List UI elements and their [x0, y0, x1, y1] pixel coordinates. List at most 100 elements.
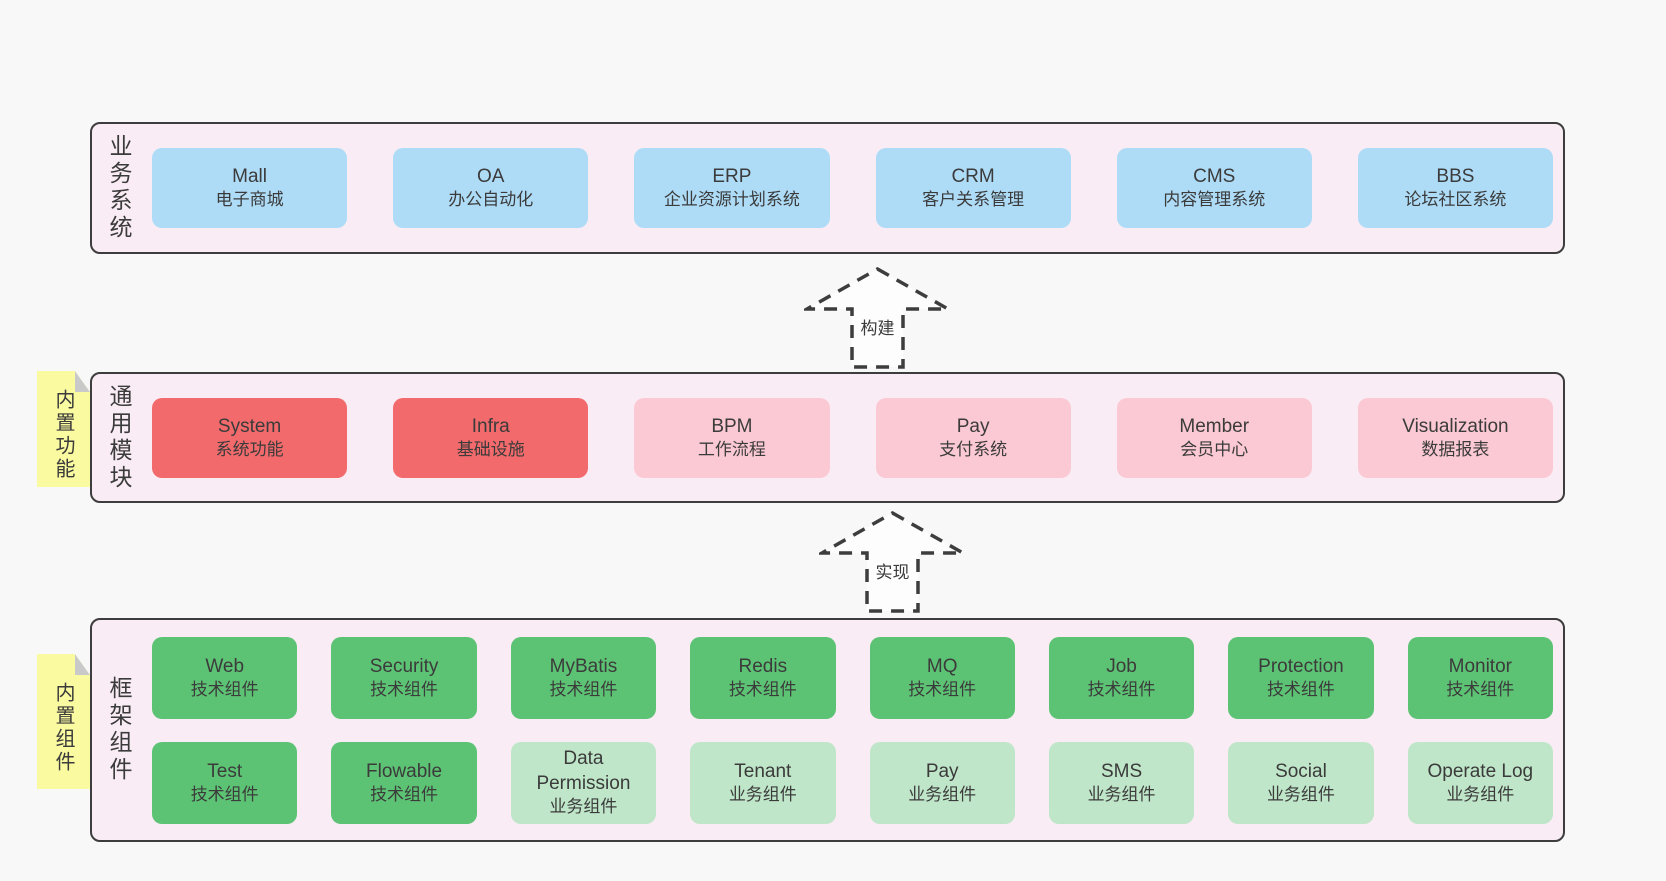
note-folded-corner-icon — [75, 654, 90, 675]
box-pay-system: Pay 支付系统 — [875, 397, 1071, 478]
box-subtitle: 业务组件 — [1446, 784, 1515, 804]
box-title: OA — [477, 166, 505, 188]
box-title: Infra — [471, 415, 510, 437]
box-member: Member 会员中心 — [1116, 397, 1312, 478]
box-title: ERP — [712, 166, 752, 188]
box-title: CMS — [1193, 166, 1236, 188]
box-subtitle: 技术组件 — [1087, 679, 1156, 699]
box-title: MQ — [926, 655, 958, 677]
box-subtitle: 电子商城 — [215, 190, 284, 210]
box-title: Data Permission — [536, 748, 631, 795]
note-folded-corner-icon — [75, 371, 90, 392]
box-test: Test 技术组件 — [152, 741, 298, 824]
box-subtitle: 支付系统 — [939, 439, 1008, 459]
components-boxes: Web 技术组件 Security 技术组件 MyBatis 技术组件 Redi… — [146, 620, 1563, 840]
box-title: Flowable — [366, 760, 443, 782]
arrow-implement: 实现 — [815, 509, 970, 617]
box-job: Job 技术组件 — [1048, 636, 1195, 719]
box-title: Test — [207, 760, 243, 782]
layer-common-modules: 通用模块 System 系统功能 Infra 基础设施 BPM 工作流程 Pay… — [90, 372, 1565, 503]
arrow-label: 实现 — [875, 563, 910, 582]
box-infra: Infra 基础设施 — [393, 397, 589, 478]
business-boxes: Mall 电子商城 OA 办公自动化 ERP 企业资源计划系统 CRM 客户关系… — [146, 124, 1563, 252]
box-title: Operate Log — [1427, 760, 1534, 782]
note-text: 内置组件 — [52, 681, 74, 774]
box-subtitle: 系统功能 — [215, 439, 284, 459]
layer-label-components: 框架组件 — [106, 676, 132, 784]
box-system: System 系统功能 — [152, 397, 348, 478]
box-title: CRM — [951, 166, 995, 188]
box-cms: CMS 内容管理系统 — [1116, 148, 1312, 228]
modules-boxes: System 系统功能 Infra 基础设施 BPM 工作流程 Pay 支付系统… — [146, 374, 1563, 501]
box-sms: SMS 业务组件 — [1048, 741, 1195, 824]
box-title: Job — [1106, 655, 1137, 677]
box-oa: OA 办公自动化 — [393, 148, 589, 228]
box-flowable: Flowable 技术组件 — [331, 741, 477, 824]
box-subtitle: 技术组件 — [190, 784, 259, 804]
box-title: MyBatis — [549, 655, 618, 677]
box-web: Web 技术组件 — [152, 636, 298, 719]
box-subtitle: 论坛社区系统 — [1404, 190, 1507, 210]
layer-framework-components: 框架组件 Web 技术组件 Security 技术组件 MyBatis 技术组件… — [90, 618, 1565, 842]
box-bpm: BPM 工作流程 — [634, 397, 830, 478]
layer-label-modules: 通用模块 — [106, 383, 132, 492]
box-subtitle: 业务组件 — [1266, 784, 1335, 804]
dashed-up-arrow-icon — [800, 266, 955, 369]
box-mall: Mall 电子商城 — [152, 148, 348, 228]
box-title: Monitor — [1448, 655, 1512, 677]
box-title: Pay — [956, 415, 990, 437]
box-mybatis: MyBatis 技术组件 — [510, 636, 657, 719]
box-title: Member — [1179, 415, 1250, 437]
box-redis: Redis 技术组件 — [690, 636, 836, 719]
box-title: BPM — [711, 415, 753, 437]
box-title: Security — [369, 655, 439, 677]
box-erp: ERP 企业资源计划系统 — [634, 148, 830, 228]
box-subtitle: 业务组件 — [1087, 784, 1156, 804]
box-social: Social 业务组件 — [1228, 741, 1374, 824]
box-title: Web — [205, 655, 245, 677]
box-subtitle: 工作流程 — [697, 439, 766, 459]
box-pay-component: Pay 业务组件 — [869, 741, 1015, 824]
box-subtitle: 技术组件 — [728, 679, 797, 699]
box-subtitle: 技术组件 — [370, 784, 439, 804]
box-subtitle: 技术组件 — [1446, 679, 1515, 699]
dashed-up-arrow-icon — [815, 510, 970, 613]
box-security: Security 技术组件 — [331, 636, 477, 719]
box-monitor: Monitor 技术组件 — [1407, 636, 1553, 719]
arrow-build: 构建 — [800, 265, 955, 373]
box-subtitle: 技术组件 — [549, 679, 618, 699]
box-subtitle: 办公自动化 — [448, 190, 534, 210]
box-title: System — [217, 415, 282, 437]
box-title: Visualization — [1402, 415, 1509, 437]
box-title: Mall — [232, 166, 267, 188]
note-text: 内置功能 — [52, 389, 74, 481]
layer-business-systems: 业务系统 Mall 电子商城 OA 办公自动化 ERP 企业资源计划系统 CRM… — [90, 122, 1565, 254]
box-subtitle: 会员中心 — [1180, 439, 1249, 459]
sticky-note-builtin-features: 内置功能 — [37, 371, 90, 487]
box-title: Protection — [1258, 655, 1344, 677]
box-subtitle: 企业资源计划系统 — [663, 190, 800, 210]
layer-label-business: 业务系统 — [106, 134, 132, 242]
box-subtitle: 技术组件 — [1266, 679, 1335, 699]
box-visualization: Visualization 数据报表 — [1357, 397, 1553, 478]
box-subtitle: 技术组件 — [908, 679, 977, 699]
sticky-note-builtin-components: 内置组件 — [37, 654, 90, 789]
box-subtitle: 业务组件 — [728, 784, 797, 804]
box-subtitle: 业务组件 — [549, 797, 618, 817]
box-bbs: BBS 论坛社区系统 — [1357, 148, 1553, 228]
box-title: Pay — [925, 760, 959, 782]
box-title: Redis — [738, 655, 788, 677]
box-subtitle: 客户关系管理 — [922, 190, 1025, 210]
box-subtitle: 内容管理系统 — [1163, 190, 1266, 210]
box-protection: Protection 技术组件 — [1228, 636, 1374, 719]
box-title: Social — [1275, 760, 1327, 782]
box-mq: MQ 技术组件 — [869, 636, 1015, 719]
box-data-permission: Data Permission 业务组件 — [510, 741, 657, 824]
box-title: BBS — [1436, 166, 1475, 188]
arrow-label: 构建 — [860, 319, 895, 338]
box-title: SMS — [1100, 760, 1143, 782]
box-subtitle: 业务组件 — [908, 784, 977, 804]
box-operate-log: Operate Log 业务组件 — [1407, 741, 1553, 824]
box-crm: CRM 客户关系管理 — [875, 148, 1071, 228]
box-subtitle: 基础设施 — [456, 439, 525, 459]
